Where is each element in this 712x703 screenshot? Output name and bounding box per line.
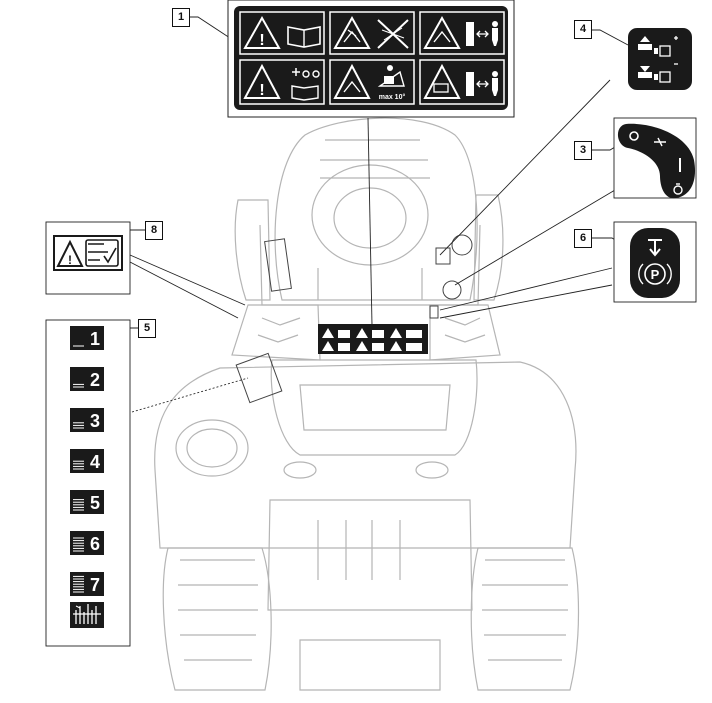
dash-switches xyxy=(235,234,473,404)
callout-5: 5 xyxy=(138,319,156,338)
grass-chute xyxy=(267,499,473,611)
seat xyxy=(270,359,478,456)
slope-hazard-icon xyxy=(387,65,393,71)
callout-4: 4 xyxy=(574,20,592,39)
decal-5-grass-icon xyxy=(70,602,104,628)
decal-3 xyxy=(613,117,697,199)
decal-1-row-1: ! xyxy=(239,11,505,55)
callout-1: 1 xyxy=(172,8,190,27)
keep-distance-icon xyxy=(492,21,498,27)
tractor-outline xyxy=(154,117,580,691)
cutting-height-step-4: 4 xyxy=(70,449,104,473)
mower-height-up-icon xyxy=(638,36,678,57)
svg-text:!: ! xyxy=(259,82,264,99)
mini-decal-1-on-tractor xyxy=(318,324,428,354)
callout-6: 6 xyxy=(574,229,592,248)
footrest-right xyxy=(429,304,501,361)
thrown-object-icon xyxy=(343,29,361,43)
cutting-height-step-2: 2 xyxy=(70,367,104,391)
mower-height-down-icon xyxy=(638,63,678,83)
front-right-wheel xyxy=(473,194,504,301)
ignition-lights-icon xyxy=(654,137,666,147)
leader-lines xyxy=(107,16,631,413)
callout-3: 3 xyxy=(574,141,592,160)
cutting-height-number: 1 xyxy=(90,329,100,349)
footrest-left xyxy=(231,304,321,361)
cutting-height-number: 5 xyxy=(90,493,100,513)
cutting-height-step-1: 1 xyxy=(70,326,104,350)
decal-1-row-2: ! max 10° xyxy=(239,59,505,105)
leader-1 xyxy=(188,16,234,41)
callout-8: 8 xyxy=(145,221,163,240)
maintenance-manual-icon xyxy=(291,85,319,101)
decal-8: ! xyxy=(45,221,131,295)
decal-5-steps: 1 2 3 4 5 6 7 xyxy=(70,326,104,596)
ignition-start-icon xyxy=(673,185,683,195)
decal-6: P xyxy=(613,221,697,303)
cutting-height-number: 4 xyxy=(90,452,100,472)
cutting-height-number: 2 xyxy=(90,370,100,390)
ignition-off-icon xyxy=(629,131,639,141)
cutting-height-step-5: 5 xyxy=(70,490,104,514)
cup-holder xyxy=(175,419,249,477)
front-left-wheel xyxy=(234,199,271,301)
reverse-mowing-icon xyxy=(85,239,119,267)
dashboard xyxy=(259,224,481,306)
rear-fender xyxy=(154,361,577,549)
cutting-height-number: 7 xyxy=(90,575,100,595)
no-passenger-icon xyxy=(381,27,405,41)
warning-icon: ! xyxy=(68,253,72,267)
warning-exclaim-icon: ! xyxy=(259,32,264,49)
rear-right-wheel xyxy=(470,547,580,691)
steering-wheel xyxy=(311,164,429,266)
park-letter: P xyxy=(651,267,660,282)
decal-4 xyxy=(628,28,692,90)
slope-limit-label: max 10° xyxy=(379,93,406,101)
rear-left-wheel xyxy=(162,547,272,691)
cutting-height-step-3: 3 xyxy=(70,408,104,432)
cutting-height-number: 6 xyxy=(90,534,100,554)
cutting-height-step-7: 7 xyxy=(70,572,104,596)
push-down-icon xyxy=(648,239,662,257)
blade-hazard-icon xyxy=(433,30,451,43)
cutting-height-number: 3 xyxy=(90,411,100,431)
cutting-height-step-6: 6 xyxy=(70,531,104,555)
decal-1-box: ! ! xyxy=(227,0,515,118)
parking-brake-icon xyxy=(644,263,666,285)
hood xyxy=(274,117,478,301)
